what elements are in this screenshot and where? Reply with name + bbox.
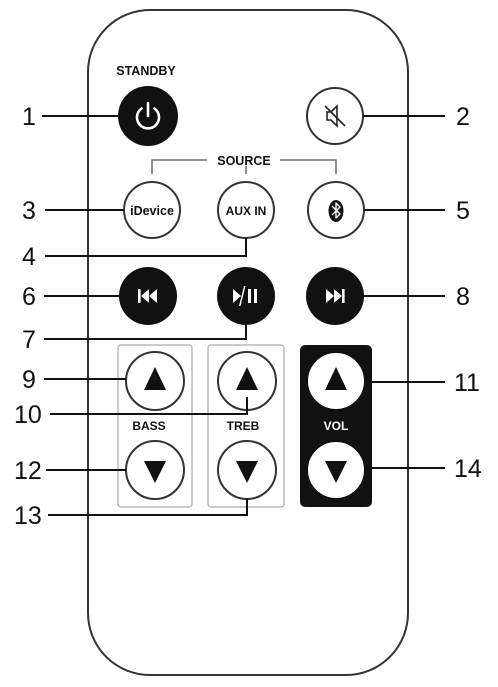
bass-down-button[interactable] bbox=[125, 440, 185, 500]
remote-body bbox=[87, 9, 409, 676]
vol-label: VOL bbox=[324, 419, 349, 433]
callout-number: 3 bbox=[22, 197, 36, 225]
next-track-icon bbox=[326, 289, 345, 303]
aux-in-label: AUX IN bbox=[226, 204, 267, 218]
idevice-button[interactable]: iDevice bbox=[123, 181, 181, 239]
callout-number: 6 bbox=[22, 283, 36, 311]
callout-number: 8 bbox=[456, 283, 470, 311]
treb-up-button[interactable] bbox=[217, 351, 277, 411]
triangle-down-icon bbox=[236, 461, 258, 483]
bluetooth-button[interactable] bbox=[307, 181, 365, 239]
callout-number: 13 bbox=[14, 502, 42, 530]
bluetooth-icon bbox=[328, 200, 344, 222]
power-icon bbox=[135, 101, 161, 130]
callout-number: 12 bbox=[14, 457, 42, 485]
bass-label: BASS bbox=[132, 419, 165, 433]
play-pause-button[interactable] bbox=[217, 267, 275, 325]
callout-number: 2 bbox=[456, 103, 470, 131]
triangle-up-icon bbox=[236, 367, 258, 390]
aux-in-button[interactable]: AUX IN bbox=[217, 181, 275, 239]
vol-up-button[interactable] bbox=[306, 351, 366, 411]
callout-number: 9 bbox=[22, 366, 36, 394]
vol-down-button[interactable] bbox=[306, 440, 366, 500]
callout-number: 10 bbox=[14, 401, 42, 429]
previous-track-icon bbox=[138, 289, 157, 303]
callout-number: 7 bbox=[22, 326, 36, 354]
callout-number: 1 bbox=[22, 103, 36, 131]
callout-number: 11 bbox=[454, 369, 480, 397]
next-track-button[interactable] bbox=[306, 267, 364, 325]
source-bracket bbox=[151, 159, 337, 174]
callout-lines bbox=[42, 115, 445, 516]
source-label: SOURCE bbox=[217, 154, 270, 168]
mute-button[interactable] bbox=[306, 87, 364, 145]
idevice-label: iDevice bbox=[130, 204, 174, 218]
triangle-down-icon bbox=[325, 461, 347, 483]
callout-number: 14 bbox=[454, 455, 482, 483]
play-pause-icon bbox=[233, 286, 257, 306]
mute-speaker-icon bbox=[324, 104, 346, 128]
callout-number: 4 bbox=[22, 243, 36, 271]
callout-number: 5 bbox=[456, 197, 470, 225]
power-button[interactable] bbox=[118, 86, 178, 146]
treb-label: TREB bbox=[227, 419, 260, 433]
previous-track-button[interactable] bbox=[119, 267, 177, 325]
treb-down-button[interactable] bbox=[217, 440, 277, 500]
bass-up-button[interactable] bbox=[125, 351, 185, 411]
standby-label: STANDBY bbox=[116, 64, 176, 78]
triangle-down-icon bbox=[144, 461, 166, 483]
triangle-up-icon bbox=[144, 367, 166, 390]
triangle-up-icon bbox=[325, 367, 347, 390]
